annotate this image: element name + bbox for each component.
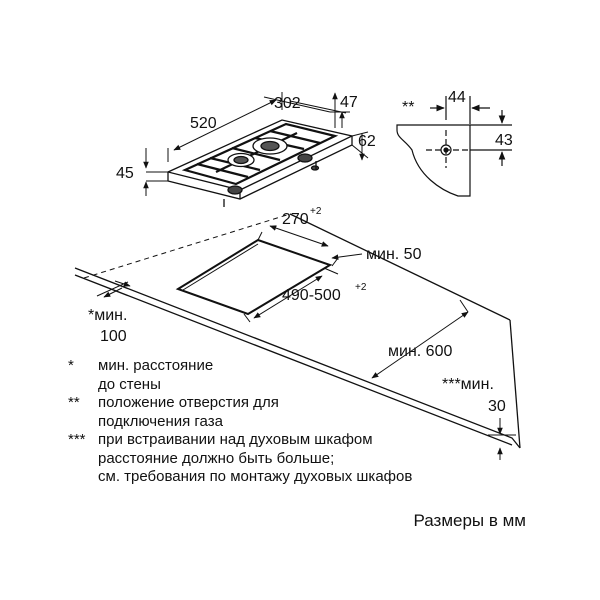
footnote-mark: ** bbox=[68, 394, 80, 411]
footnote-line: мин. расстояние bbox=[98, 357, 214, 374]
footnote-gas-connection: ** положение отверстия для подключения г… bbox=[68, 394, 538, 431]
gas-hole-mark: ** bbox=[402, 99, 414, 116]
footnote-mark: * bbox=[68, 357, 74, 374]
footnote-line: до стены bbox=[98, 375, 161, 393]
dim-cutout-depth: 270 bbox=[282, 211, 309, 228]
dim-47: 47 bbox=[340, 94, 358, 111]
dim-min-100-value: 100 bbox=[100, 328, 127, 345]
dim-cutout-width: 490-500 bbox=[282, 287, 341, 304]
dim-44: 44 bbox=[448, 89, 466, 106]
dim-cutout-depth-tol: +2 bbox=[310, 206, 322, 217]
dim-302: 302 bbox=[274, 95, 301, 112]
dim-62: 62 bbox=[358, 133, 376, 150]
side-profile bbox=[396, 96, 512, 197]
footnotes: * мин. расстояние до стены ** положение … bbox=[68, 357, 538, 487]
dim-520: 520 bbox=[190, 115, 217, 132]
dim-min-30-value: 30 bbox=[488, 398, 506, 415]
dim-45: 45 bbox=[116, 165, 134, 182]
footnote-line: подключения газа bbox=[98, 412, 223, 430]
dim-min-600: мин. 600 bbox=[388, 343, 452, 360]
hob-dimension-lines bbox=[143, 92, 369, 196]
footnote-line: положение отверстия для bbox=[98, 394, 279, 411]
footnote-oven-installation: *** при встраивании над духовым шкафом р… bbox=[68, 431, 538, 487]
footnote-line: при встраивании над духовым шкафом bbox=[98, 431, 373, 448]
footnote-mark: *** bbox=[68, 431, 86, 448]
units-note: Размеры в мм bbox=[413, 511, 526, 530]
dim-min-50: мин. 50 bbox=[366, 246, 422, 263]
dim-min-30-label: ***мин. bbox=[442, 376, 494, 393]
footnote-line: см. требования по монтажу духовых шкафов bbox=[98, 468, 413, 485]
dim-43: 43 bbox=[495, 132, 513, 149]
control-knobs bbox=[227, 153, 320, 195]
footnote-wall-distance: * мин. расстояние до стены bbox=[68, 357, 538, 394]
footnote-line: расстояние должно быть больше; bbox=[98, 449, 335, 467]
dim-min-100-label: *мин. bbox=[88, 307, 127, 324]
dim-cutout-width-tol: +2 bbox=[355, 282, 367, 293]
worktop-dimension-lines bbox=[96, 225, 516, 460]
hob-illustration bbox=[166, 119, 354, 207]
